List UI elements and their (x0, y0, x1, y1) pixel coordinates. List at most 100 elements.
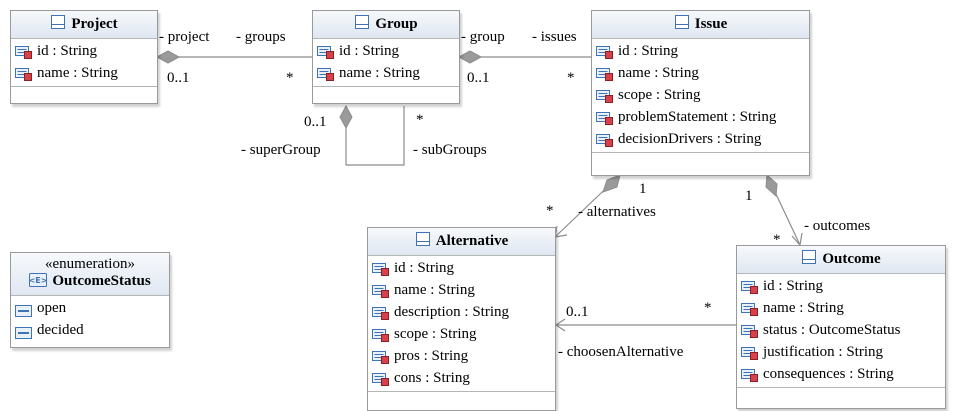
attribute-row[interactable]: scope : String (592, 84, 809, 106)
class-name: Issue (694, 16, 728, 32)
class-name: Outcome (822, 251, 881, 267)
class-header: Project (11, 11, 157, 39)
attribute-row[interactable]: description : String (368, 301, 555, 323)
class-header: Group (313, 11, 459, 39)
multiplicity-choosen-alternative: 0..1 (566, 304, 589, 320)
multiplicity-groups: * (286, 70, 294, 86)
multiplicity-outcomes: * (773, 232, 781, 248)
stereotype-label: «enumeration» (45, 256, 135, 272)
operations-compartment (592, 153, 809, 167)
attribute-row[interactable]: consequences : String (737, 363, 945, 385)
composition-diamond-project (155, 50, 181, 64)
composition-diamond-issue-alternatives (602, 174, 621, 193)
enumeration-outcome-status[interactable]: «enumeration» <E> OutcomeStatus open deci… (10, 252, 170, 348)
property-icon (741, 345, 759, 360)
class-icon (415, 231, 431, 252)
property-icon (15, 44, 33, 59)
operations-compartment (368, 392, 555, 406)
role-label-supergroup: - superGroup (241, 142, 321, 158)
multiplicity-issue-alternatives: 1 (639, 181, 647, 197)
multiplicity-alternatives: * (546, 203, 554, 219)
attribute-row[interactable]: id : String (313, 40, 459, 62)
property-icon (596, 132, 614, 147)
attribute-row[interactable]: decisionDrivers : String (592, 128, 809, 150)
class-group[interactable]: Group id : String name : String (312, 10, 460, 104)
attribute-row[interactable]: problemStatement : String (592, 106, 809, 128)
class-outcome[interactable]: Outcome id : String name : String status… (736, 245, 946, 409)
attribute-row[interactable]: id : String (11, 40, 157, 62)
property-icon (741, 367, 759, 382)
arrowhead-choosen-alternative (554, 318, 566, 332)
property-icon (372, 305, 390, 320)
property-icon (596, 44, 614, 59)
property-icon (372, 283, 390, 298)
property-icon (741, 279, 759, 294)
operations-compartment (313, 87, 459, 101)
property-icon (372, 349, 390, 364)
composition-diamond-group (457, 50, 483, 64)
enumeration-icon: <E> (29, 273, 48, 292)
role-label-group: - group (461, 29, 505, 45)
edge-group-subgroups[interactable] (345, 106, 405, 166)
role-label-groups: - groups (236, 29, 286, 45)
composition-diamond-supergroup (339, 104, 353, 130)
property-icon (372, 371, 390, 386)
class-header: Outcome (737, 246, 945, 274)
role-label-project: - project (159, 29, 210, 45)
role-label-subgroups: - subGroups (413, 142, 487, 158)
property-icon (596, 66, 614, 81)
multiplicity-group: 0..1 (467, 70, 490, 86)
operations-compartment (11, 87, 157, 101)
svg-text:<E>: <E> (29, 276, 47, 285)
literal-row[interactable]: decided (11, 319, 169, 341)
multiplicity-issues: * (567, 70, 575, 86)
attribute-row[interactable]: name : String (737, 297, 945, 319)
attribute-row[interactable]: cons : String (368, 367, 555, 389)
attribute-row[interactable]: justification : String (737, 341, 945, 363)
property-icon (372, 261, 390, 276)
multiplicity-issue-outcomes: 1 (745, 188, 753, 204)
property-icon (596, 110, 614, 125)
attribute-row[interactable]: id : String (737, 275, 945, 297)
role-label-issues: - issues (532, 29, 577, 45)
multiplicity-project: 0..1 (167, 70, 190, 86)
multiplicity-supergroup: 0..1 (304, 114, 327, 130)
role-label-outcomes: - outcomes (804, 218, 871, 234)
class-header: Alternative (368, 228, 555, 256)
property-icon (741, 323, 759, 338)
property-icon (317, 44, 335, 59)
class-icon (354, 14, 370, 35)
class-alternative[interactable]: Alternative id : String name : String de… (367, 227, 556, 411)
operations-compartment (737, 388, 945, 402)
property-icon (15, 66, 33, 81)
property-icon (741, 301, 759, 316)
class-project[interactable]: Project id : String name : String (10, 10, 158, 104)
attribute-row[interactable]: id : String (368, 257, 555, 279)
property-icon (596, 88, 614, 103)
class-issue[interactable]: Issue id : String name : String scope : … (591, 10, 810, 176)
attribute-row[interactable]: id : String (592, 40, 809, 62)
property-icon (372, 327, 390, 342)
enumeration-header: «enumeration» <E> OutcomeStatus (11, 253, 169, 296)
literal-icon (15, 302, 32, 317)
attribute-row[interactable]: name : String (368, 279, 555, 301)
multiplicity-outcome: * (704, 300, 712, 316)
class-name: Alternative (435, 233, 509, 249)
class-icon (674, 14, 690, 35)
attribute-row[interactable]: pros : String (368, 345, 555, 367)
attribute-row[interactable]: name : String (592, 62, 809, 84)
attribute-row[interactable]: scope : String (368, 323, 555, 345)
composition-diamond-issue-outcomes (765, 173, 778, 198)
class-name: Project (71, 16, 118, 32)
class-icon (50, 14, 66, 35)
role-label-choosen-alternative: - choosenAlternative (558, 344, 684, 360)
attribute-row[interactable]: name : String (11, 62, 157, 84)
enumeration-name: OutcomeStatus (52, 273, 151, 289)
attribute-row[interactable]: name : String (313, 62, 459, 84)
property-icon (317, 66, 335, 81)
multiplicity-subgroups: * (416, 112, 424, 128)
attribute-row[interactable]: status : OutcomeStatus (737, 319, 945, 341)
class-name: Group (375, 16, 418, 32)
literal-row[interactable]: open (11, 297, 169, 319)
